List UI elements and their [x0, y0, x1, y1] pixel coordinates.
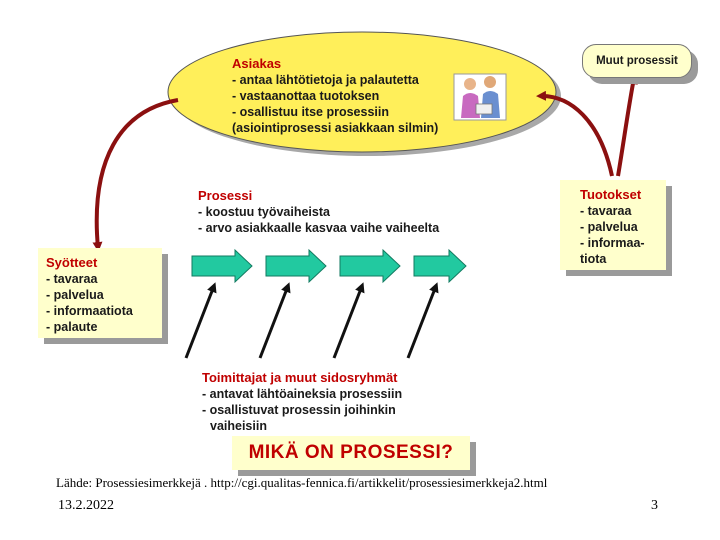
supplier-arrow-1	[184, 282, 217, 359]
inputs-line: - palaute	[46, 320, 98, 334]
process-line: - arvo asiakkaalle kasvaa vaihe vaiheelt…	[198, 221, 440, 235]
process-step-arrow-4	[413, 248, 467, 284]
footer-source: Lähde: Prosessiesimerkkejä . http://cgi.…	[56, 475, 548, 490]
process-step-arrow-1	[191, 248, 253, 284]
customer-line: - vastaanottaa tuotoksen	[232, 89, 380, 103]
suppliers-title: Toimittajat ja muut sidosryhmät	[202, 370, 398, 385]
customer-line: - antaa lähtötietoja ja palautetta	[232, 73, 419, 87]
inputs-box: Syötteet - tavaraa - palvelua - informaa…	[38, 248, 162, 338]
outputs-title: Tuotokset	[580, 187, 642, 202]
outputs-line: - tavaraa	[580, 204, 632, 218]
customer-text: Asiakas - antaa lähtötietoja ja palautet…	[232, 56, 438, 136]
other-processes-label: Muut prosessit	[596, 55, 678, 67]
banner-box: MIKÄ ON PROSESSI?	[232, 436, 470, 470]
process-title: Prosessi	[198, 188, 253, 203]
supplier-arrow-2	[258, 282, 291, 359]
suppliers-line: - osallistuvat prosessin joihinkin	[202, 403, 396, 417]
people-clipart-icon	[453, 73, 507, 121]
process-step-arrow-2	[265, 248, 327, 284]
process-step-arrow-3	[339, 248, 401, 284]
supplier-arrow-4	[406, 282, 439, 359]
arrow-outputs-to-other-processes	[616, 74, 638, 177]
footer-page-number: 3	[651, 498, 658, 513]
footer-date: 13.2.2022	[58, 498, 114, 513]
inputs-line: - palvelua	[46, 288, 104, 302]
customer-ellipse	[167, 31, 557, 153]
outputs-line: - palvelua	[580, 220, 638, 234]
supplier-arrow-3	[332, 282, 365, 359]
outputs-line: - informaa-	[580, 236, 645, 250]
outputs-line: tiota	[580, 252, 607, 266]
customer-title: Asiakas	[232, 56, 282, 71]
arrow-customer-to-inputs	[92, 98, 179, 252]
customer-line: (asiointiprosessi asiakkaan silmin)	[232, 121, 439, 135]
arrow-outputs-to-customer	[536, 90, 614, 177]
inputs-line: - tavaraa	[46, 272, 98, 286]
suppliers-text: Toimittajat ja muut sidosryhmät - antava…	[202, 370, 402, 434]
suppliers-line: vaiheisiin	[210, 419, 267, 433]
other-processes-box: Muut prosessit	[582, 44, 692, 78]
process-line: - koostuu työvaiheista	[198, 205, 330, 219]
suppliers-line: - antavat lähtöaineksia prosessiin	[202, 387, 403, 401]
banner-label: MIKÄ ON PROSESSI?	[248, 442, 454, 463]
outputs-box: Tuotokset - tavaraa - palvelua - informa…	[560, 180, 666, 270]
inputs-title: Syötteet	[46, 255, 98, 270]
process-text: Prosessi - koostuu työvaiheista - arvo a…	[198, 188, 439, 236]
customer-line: - osallistuu itse prosessiin	[232, 105, 389, 119]
inputs-line: - informaatiota	[46, 304, 133, 318]
